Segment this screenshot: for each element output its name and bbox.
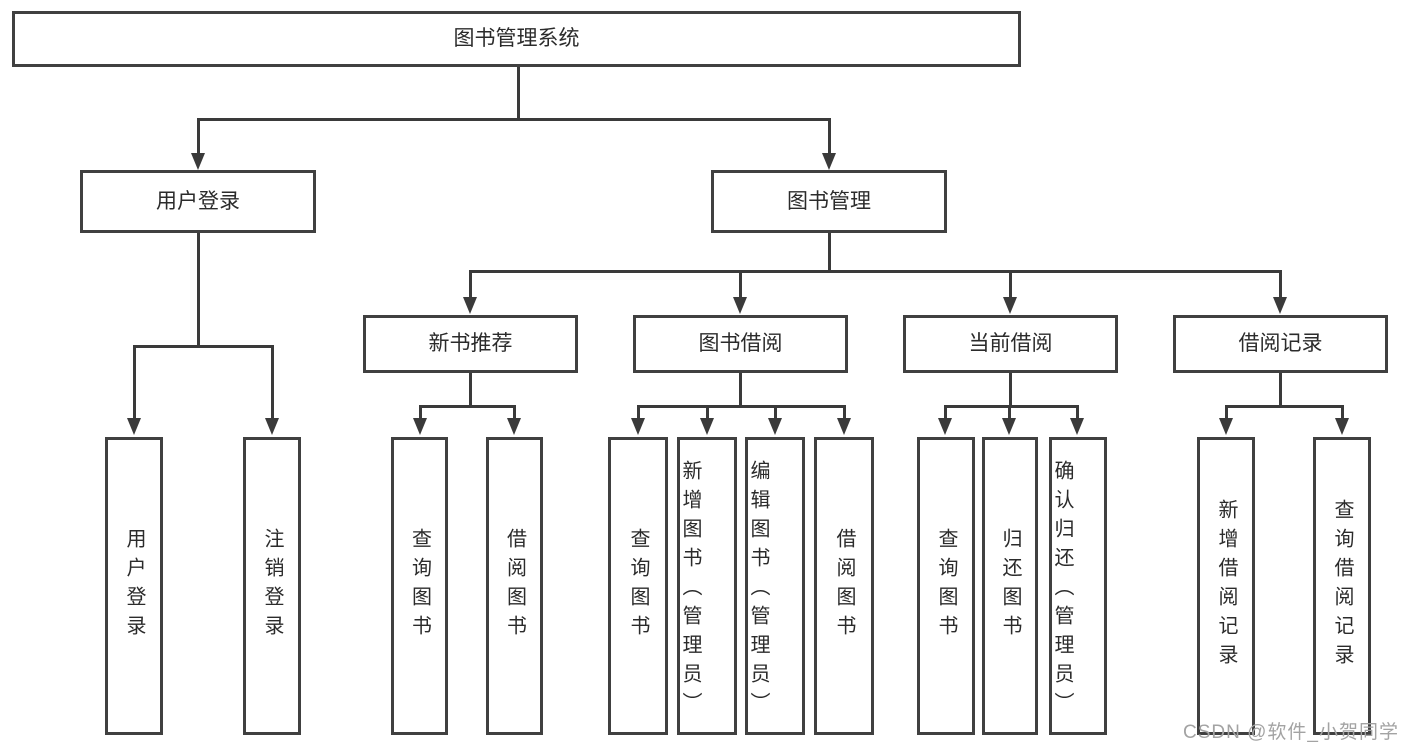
edge-borrowing-records-rail (1225, 405, 1344, 408)
leaf-add-borrow-record-label: 新增借阅记录 (1215, 499, 1237, 673)
edge-leaf-stub (513, 405, 516, 419)
leaf-add-book-admin-label: 新增图书（管理员） (679, 459, 701, 721)
leaf-query-books-current-label: 查询图书 (935, 528, 957, 644)
edge-user-login-stem (197, 233, 200, 345)
edge-new-book-stem (469, 373, 472, 405)
leaf-query-books-recommend-label: 查询图书 (408, 528, 431, 644)
edge-book-management-stem (828, 233, 831, 270)
arrow-down-icon (507, 418, 521, 435)
edge-leaf-stub (1225, 405, 1228, 419)
leaf-query-books-current: 查询图书 (917, 437, 975, 735)
node-book-management-label: 图书管理 (787, 189, 871, 213)
edge-root-rail (197, 118, 831, 121)
leaf-confirm-return-admin-label: 确认归还（管理员） (1051, 459, 1073, 721)
arrow-down-icon (463, 297, 477, 314)
leaf-return-book: 归还图书 (982, 437, 1038, 735)
leaf-user-login-label: 用户登录 (123, 528, 145, 644)
arrow-down-icon (191, 153, 205, 170)
edge-to-user-login (197, 121, 200, 154)
arrow-down-icon (265, 418, 279, 435)
edge-to-book-borrowing (739, 270, 742, 298)
leaf-add-book-admin: 新增图书（管理员） (677, 437, 737, 735)
arrow-down-icon (127, 418, 141, 435)
edge-to-borrowing-records (1279, 270, 1282, 298)
edge-borrowing-records-stem (1279, 373, 1282, 405)
leaf-query-borrow-record-label: 查询借阅记录 (1331, 499, 1353, 673)
leaf-query-books-borrowing: 查询图书 (608, 437, 668, 735)
arrow-down-icon (1070, 418, 1084, 435)
node-user-login-label: 用户登录 (156, 189, 240, 213)
leaf-query-borrow-record: 查询借阅记录 (1313, 437, 1371, 735)
edge-leaf-stub (706, 405, 709, 419)
edge-leaf-stub (944, 405, 947, 419)
node-root-label: 图书管理系统 (453, 27, 580, 51)
edge-to-book-management (828, 121, 831, 154)
edge-to-current-borrowing (1009, 270, 1012, 298)
leaf-logout-label: 注销登录 (261, 528, 283, 644)
node-new-book-recommend-label: 新书推荐 (428, 332, 513, 356)
edge-to-leaf-logout (271, 345, 274, 418)
edge-book-borrowing-stem (739, 373, 742, 405)
edge-current-borrowing-rail (944, 405, 1079, 408)
node-book-borrowing-label: 图书借阅 (698, 332, 783, 356)
leaf-borrow-books-borrowing: 借阅图书 (814, 437, 874, 735)
edge-leaf-stub (1008, 405, 1011, 419)
arrow-down-icon (1002, 418, 1016, 435)
leaf-confirm-return-admin: 确认归还（管理员） (1049, 437, 1107, 735)
edge-leaf-stub (774, 405, 777, 419)
edge-leaf-stub (1341, 405, 1344, 419)
leaf-edit-book-admin-label: 编辑图书（管理员） (747, 459, 769, 721)
arrow-down-icon (1335, 418, 1349, 435)
leaf-borrow-books-borrowing-label: 借阅图书 (833, 528, 855, 644)
leaf-logout: 注销登录 (243, 437, 301, 735)
leaf-user-login: 用户登录 (105, 437, 163, 735)
leaf-add-borrow-record: 新增借阅记录 (1197, 437, 1255, 735)
edge-user-login-rail (133, 345, 274, 348)
node-borrowing-records-label: 借阅记录 (1238, 332, 1323, 356)
arrow-down-icon (1273, 297, 1287, 314)
edge-book-borrowing-rail (637, 405, 846, 408)
arrow-down-icon (700, 418, 714, 435)
leaf-edit-book-admin: 编辑图书（管理员） (745, 437, 805, 735)
leaf-query-books-borrowing-label: 查询图书 (627, 528, 649, 644)
edge-leaf-stub (419, 405, 422, 419)
arrow-down-icon (413, 418, 427, 435)
node-current-borrowing-label: 当前借阅 (968, 332, 1053, 356)
node-book-management: 图书管理 (711, 170, 947, 233)
arrow-down-icon (733, 297, 747, 314)
edge-leaf-stub (1076, 405, 1079, 419)
edge-to-new-book-recommend (469, 270, 472, 298)
leaf-query-books-recommend: 查询图书 (391, 437, 448, 735)
edge-to-leaf-user-login (133, 345, 136, 418)
edge-book-management-rail (469, 270, 1282, 273)
edge-leaf-stub (843, 405, 846, 419)
node-user-login: 用户登录 (80, 170, 316, 233)
leaf-borrow-books-recommend: 借阅图书 (486, 437, 543, 735)
node-new-book-recommend: 新书推荐 (363, 315, 578, 373)
arrow-down-icon (837, 418, 851, 435)
arrow-down-icon (938, 418, 952, 435)
leaf-return-book-label: 归还图书 (999, 528, 1021, 644)
edge-root-stem (517, 67, 520, 121)
arrow-down-icon (631, 418, 645, 435)
node-current-borrowing: 当前借阅 (903, 315, 1118, 373)
node-root: 图书管理系统 (12, 11, 1021, 67)
node-book-borrowing: 图书借阅 (633, 315, 848, 373)
csdn-watermark: CSDN @软件_小贺同学 (1183, 722, 1399, 743)
arrow-down-icon (768, 418, 782, 435)
edge-leaf-stub (637, 405, 640, 419)
node-borrowing-records: 借阅记录 (1173, 315, 1388, 373)
edge-current-borrowing-stem (1009, 373, 1012, 405)
arrow-down-icon (822, 153, 836, 170)
edge-new-book-rail (419, 405, 516, 408)
arrow-down-icon (1219, 418, 1233, 435)
leaf-borrow-books-recommend-label: 借阅图书 (503, 528, 526, 644)
arrow-down-icon (1003, 297, 1017, 314)
